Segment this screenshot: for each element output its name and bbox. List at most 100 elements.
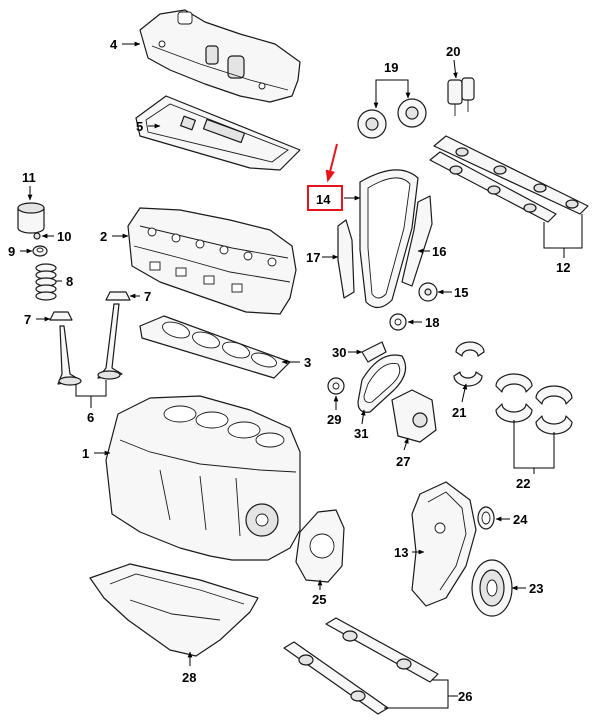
label-17: 17 <box>306 250 320 265</box>
engine-block-part[interactable] <box>105 395 301 561</box>
exhaust-valve-part[interactable] <box>97 303 123 380</box>
cam-sprocket-right-part[interactable] <box>397 98 427 128</box>
valve-cover-part[interactable] <box>139 9 301 103</box>
callout-28: 28 <box>182 651 196 685</box>
callout-7-right: 7 <box>129 289 151 304</box>
label-7-left: 7 <box>24 312 31 327</box>
callout-2: 2 <box>100 229 129 244</box>
oil-pump-chain-part[interactable] <box>357 354 407 413</box>
callout-6: 6 <box>75 380 107 425</box>
label-9: 9 <box>8 244 15 259</box>
label-2: 2 <box>100 229 107 244</box>
tensioner-arm-part[interactable] <box>401 195 433 287</box>
valve-retainer-right-part[interactable] <box>105 291 131 301</box>
balance-shaft-lower-part[interactable] <box>283 641 389 715</box>
callout-9: 9 <box>8 244 33 259</box>
label-29: 29 <box>327 412 341 427</box>
main-bearing-left-part[interactable] <box>495 373 533 423</box>
callout-12: 12 <box>543 214 583 275</box>
vvt-solenoid-part[interactable] <box>447 77 475 116</box>
oil-pump-sprocket-part[interactable] <box>327 377 345 395</box>
label-7-right: 7 <box>144 289 151 304</box>
crank-pulley-part[interactable] <box>471 559 513 617</box>
label-28: 28 <box>182 670 196 685</box>
callout-8: 8 <box>56 274 73 289</box>
timing-chain-part[interactable] <box>359 169 419 309</box>
callout-24: 24 <box>495 512 528 527</box>
callout-31: 31 <box>354 409 368 441</box>
head-gasket-part[interactable] <box>139 315 291 379</box>
balance-shaft-upper-part[interactable] <box>325 617 439 683</box>
label-3: 3 <box>304 355 311 370</box>
valve-retainer-left-part[interactable] <box>49 311 73 321</box>
front-crank-seal-part[interactable] <box>477 506 495 530</box>
label-10: 10 <box>57 229 71 244</box>
callout-18: 18 <box>407 315 439 330</box>
callout-1: 1 <box>82 446 111 461</box>
label-31: 31 <box>354 426 368 441</box>
cylinder-head-part[interactable] <box>127 207 297 315</box>
label-13: 13 <box>394 545 408 560</box>
callout-3: 3 <box>281 355 311 370</box>
callout-19: 19 <box>373 60 411 109</box>
timing-cover-part[interactable] <box>411 481 477 607</box>
oil-pump-chain-guide-part[interactable] <box>361 341 387 363</box>
callout-21: 21 <box>452 383 468 420</box>
chain-tensioner-part[interactable] <box>418 282 438 302</box>
exhaust-camshaft-part[interactable] <box>429 151 557 223</box>
oil-filter-part[interactable] <box>17 202 45 234</box>
callout-25: 25 <box>312 579 326 607</box>
cam-sprocket-left-part[interactable] <box>357 109 387 139</box>
valve-spring-part[interactable] <box>35 263 57 301</box>
callout-29: 29 <box>327 395 341 427</box>
valve-seal-part[interactable] <box>32 245 48 257</box>
label-20: 20 <box>446 44 460 59</box>
label-15: 15 <box>454 285 468 300</box>
label-27: 27 <box>396 454 410 469</box>
crank-sprocket-part[interactable] <box>389 313 407 331</box>
label-12: 12 <box>556 260 570 275</box>
label-19: 19 <box>384 60 398 75</box>
callout-27: 27 <box>396 437 410 469</box>
callout-7-left: 7 <box>24 312 51 327</box>
label-22: 22 <box>516 476 530 491</box>
label-26: 26 <box>458 689 472 704</box>
label-16: 16 <box>432 244 446 259</box>
label-18: 18 <box>425 315 439 330</box>
intake-valve-part[interactable] <box>57 325 82 386</box>
callout-10: 10 <box>41 229 71 244</box>
label-5: 5 <box>136 119 143 134</box>
oil-pan-part[interactable] <box>89 563 259 657</box>
highlight-box-14 <box>307 185 343 211</box>
callout-16: 16 <box>417 244 446 259</box>
callout-5: 5 <box>136 119 161 134</box>
label-6: 6 <box>87 410 94 425</box>
callout-23: 23 <box>511 581 543 596</box>
oil-pump-part[interactable] <box>391 389 437 443</box>
main-bearing-right-part[interactable] <box>535 385 573 435</box>
label-1: 1 <box>82 446 89 461</box>
label-23: 23 <box>529 581 543 596</box>
callout-30: 30 <box>332 345 363 360</box>
callout-15: 15 <box>437 285 468 300</box>
label-14: 14 <box>316 192 331 207</box>
rear-seal-housing-part[interactable] <box>295 509 345 583</box>
callout-26: 26 <box>384 679 472 709</box>
label-11: 11 <box>22 170 36 185</box>
chain-guide-left-part[interactable] <box>337 219 355 299</box>
callout-4: 4 <box>110 37 141 52</box>
label-30: 30 <box>332 345 346 360</box>
label-8: 8 <box>66 274 73 289</box>
label-4: 4 <box>110 37 118 52</box>
valve-cover-gasket-part[interactable] <box>135 95 301 171</box>
intake-camshaft-part[interactable] <box>433 135 589 215</box>
label-21: 21 <box>452 405 466 420</box>
callout-17: 17 <box>306 250 339 265</box>
bolt-10-part[interactable] <box>33 232 41 240</box>
callout-14: 14 <box>307 143 361 211</box>
callout-20: 20 <box>446 44 460 79</box>
rod-bearing-part[interactable] <box>453 341 485 387</box>
label-25: 25 <box>312 592 326 607</box>
label-24: 24 <box>513 512 528 527</box>
